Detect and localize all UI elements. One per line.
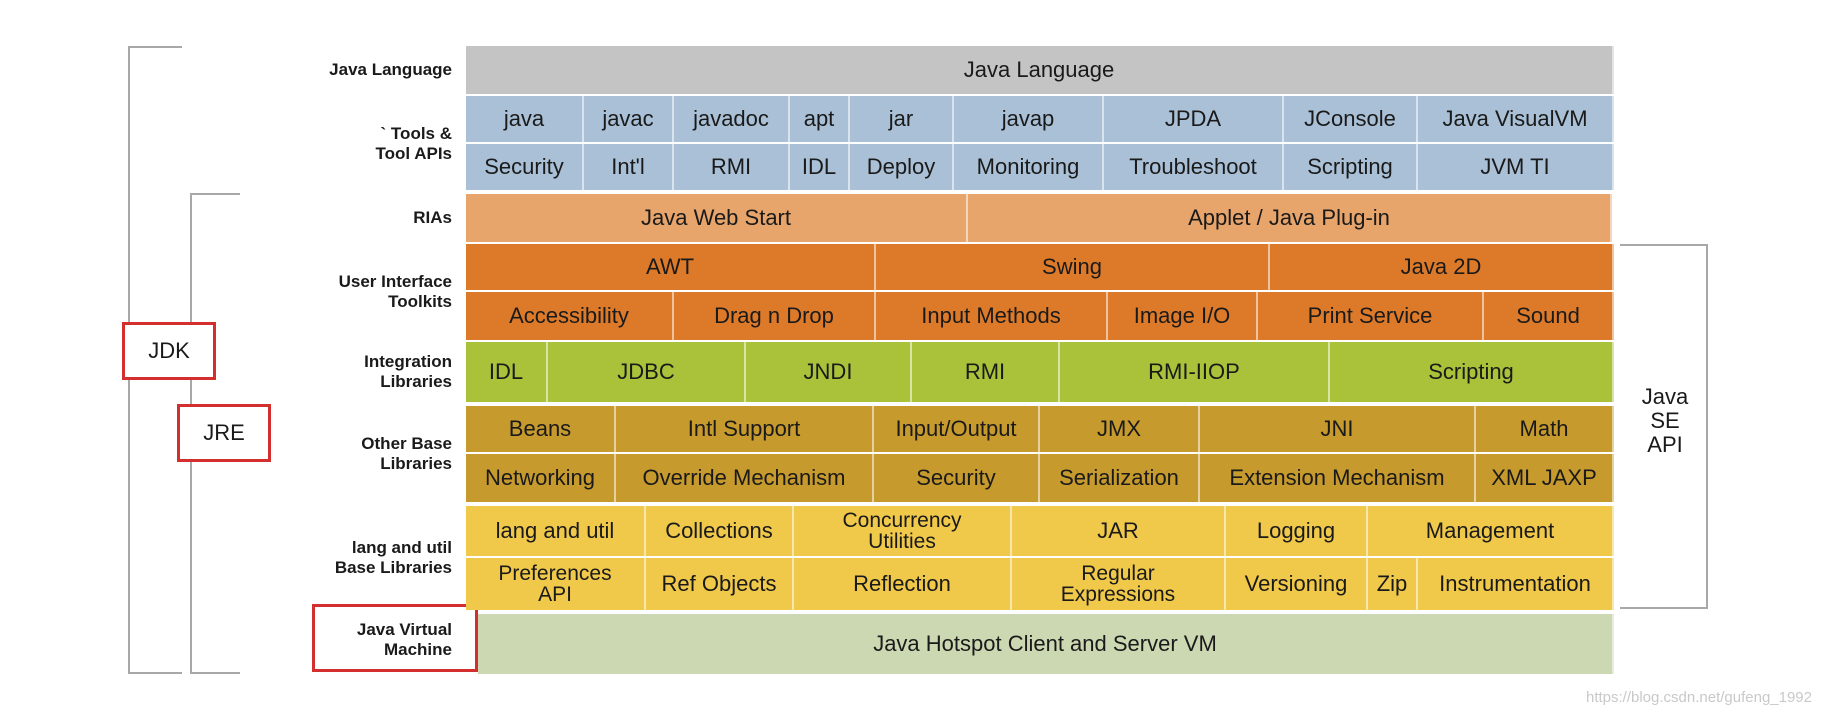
ui-print-service: Print Service [1258, 292, 1484, 340]
lang-lang-and-util: lang and util [466, 506, 646, 556]
ui-input-methods: Input Methods [876, 292, 1108, 340]
lang-management: Management [1368, 506, 1614, 556]
jdk-label: JDK [122, 322, 216, 380]
tool-javadoc: javadoc [674, 96, 790, 142]
lang-ref-objects: Ref Objects [646, 558, 794, 610]
tool-java-visualvm: Java VisualVM [1418, 96, 1614, 142]
lang-reflection: Reflection [794, 558, 1012, 610]
ria-applet-plugin: Applet / Java Plug-in [968, 194, 1612, 242]
lang-zip: Zip [1368, 558, 1418, 610]
other-override-mechanism: Override Mechanism [616, 454, 874, 502]
row-label-rias: RIAs [413, 207, 452, 227]
lang-jar: JAR [1012, 506, 1226, 556]
row-label-lang-util: lang and util Base Libraries [334, 537, 452, 577]
other-math: Math [1476, 406, 1614, 452]
ui-awt: AWT [466, 244, 876, 290]
jvm-hotspot: Java Hotspot Client and Server VM [478, 614, 1614, 674]
tool-rmi: RMI [674, 144, 790, 190]
tool-intl: Int'l [584, 144, 674, 190]
java-se-api-bracket [1620, 244, 1708, 609]
ui-accessibility: Accessibility [466, 292, 674, 340]
tool-jvm-ti: JVM TI [1418, 144, 1614, 190]
ui-swing: Swing [876, 244, 1270, 290]
tool-scripting: Scripting [1284, 144, 1418, 190]
watermark-text: https://blog.csdn.net/gufeng_1992 [1585, 689, 1812, 706]
ui-java-2d: Java 2D [1270, 244, 1614, 290]
lang-instrumentation: Instrumentation [1418, 558, 1614, 610]
other-serialization: Serialization [1040, 454, 1200, 502]
lang-preferences-api: Preferences API [466, 558, 646, 610]
row-label-tools: ` Tools & Tool APIs [375, 123, 453, 163]
tool-apt: apt [790, 96, 850, 142]
tool-monitoring: Monitoring [954, 144, 1104, 190]
tool-jconsole: JConsole [1284, 96, 1418, 142]
tool-javac: javac [584, 96, 674, 142]
other-jmx: JMX [1040, 406, 1200, 452]
tool-jar: jar [850, 96, 954, 142]
lang-logging: Logging [1226, 506, 1368, 556]
other-jni: JNI [1200, 406, 1476, 452]
ui-image-io: Image I/O [1108, 292, 1258, 340]
ria-java-web-start: Java Web Start [466, 194, 968, 242]
other-extension-mechanism: Extension Mechanism [1200, 454, 1476, 502]
tool-java: java [466, 96, 584, 142]
other-input-output: Input/Output [874, 406, 1040, 452]
row-label-integration: Integration Libraries [364, 351, 452, 391]
row-label-ui-toolkits: User Interface Toolkits [338, 271, 452, 311]
int-idl: IDL [466, 342, 548, 402]
tool-deploy: Deploy [850, 144, 954, 190]
ui-drag-n-drop: Drag n Drop [674, 292, 876, 340]
int-jdbc: JDBC [548, 342, 746, 402]
lang-collections: Collections [646, 506, 794, 556]
row-label-java-language: Java Language [329, 59, 452, 79]
other-networking: Networking [466, 454, 616, 502]
row-label-other-base: Other Base Libraries [361, 433, 452, 473]
int-rmi: RMI [912, 342, 1060, 402]
row-label-jvm: Java Virtual Machine [356, 619, 452, 659]
jre-label: JRE [177, 404, 271, 462]
other-intl-support: Intl Support [616, 406, 874, 452]
cell-java-language: Java Language [466, 46, 1614, 94]
int-rmi-iiop: RMI-IIOP [1060, 342, 1330, 402]
other-beans: Beans [466, 406, 616, 452]
other-xml-jaxp: XML JAXP [1476, 454, 1614, 502]
lang-versioning: Versioning [1226, 558, 1368, 610]
int-jndi: JNDI [746, 342, 912, 402]
other-security: Security [874, 454, 1040, 502]
tool-security: Security [466, 144, 584, 190]
tool-troubleshoot: Troubleshoot [1104, 144, 1284, 190]
int-scripting: Scripting [1330, 342, 1614, 402]
tool-javap: javap [954, 96, 1104, 142]
lang-regular-expressions: Regular Expressions [1012, 558, 1226, 610]
jvm-label-box [312, 604, 478, 672]
java-se-api-label: Java SE API [1641, 384, 1689, 458]
tool-jpda: JPDA [1104, 96, 1284, 142]
lang-concurrency-utilities: Concurrency Utilities [794, 506, 1012, 556]
ui-sound: Sound [1484, 292, 1614, 340]
tool-idl: IDL [790, 144, 850, 190]
